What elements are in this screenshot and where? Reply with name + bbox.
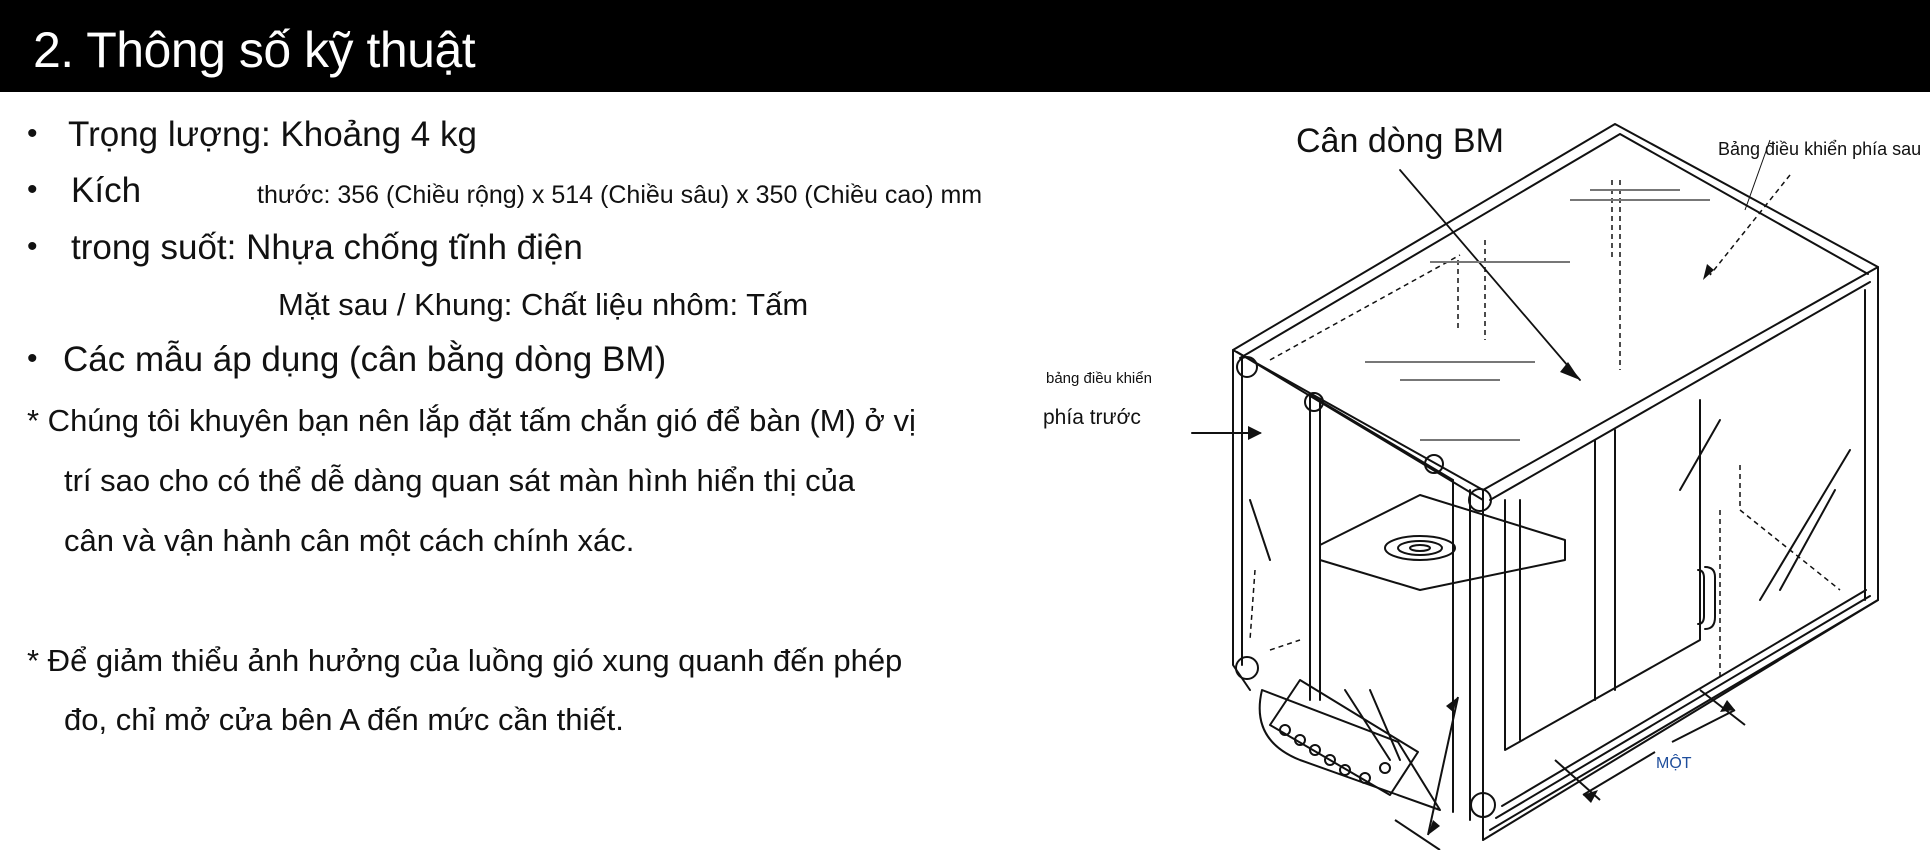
bullet-icon: • xyxy=(27,230,38,263)
spec-size-value: thước: 356 (Chiều rộng) x 514 (Chiều sâu… xyxy=(257,181,983,209)
spec-models: Các mẫu áp dụng (cân bằng dòng BM) xyxy=(63,340,667,379)
spec-weight: Trọng lượng: Khoảng 4 kg xyxy=(68,115,477,154)
figure-front-panel-label-1: bảng điều khiển xyxy=(1046,370,1152,387)
figure-front-panel-label-2: phía trước xyxy=(1043,406,1141,429)
note-1-line-1: * Chúng tôi khuyên bạn nên lắp đặt tấm c… xyxy=(27,403,916,438)
note-2-line-2: đo, chỉ mở cửa bên A đến mức cần thiết. xyxy=(64,702,624,737)
note-1-line-3: cân và vận hành cân một cách chính xác. xyxy=(64,523,635,558)
note-1-line-2: trí sao cho có thể dễ dàng quan sát màn … xyxy=(64,463,856,498)
figure-dimension-label: MỘT xyxy=(1656,755,1692,772)
bullet-icon: • xyxy=(27,173,38,206)
figure-balance-label: Cân dòng BM xyxy=(1296,122,1504,160)
spec-material-transparent: trong suốt: Nhựa chống tĩnh điện xyxy=(71,228,583,267)
note-2-line-1: * Để giảm thiểu ảnh hưởng của luồng gió … xyxy=(27,643,903,678)
spec-size-label: Kích xyxy=(71,171,142,210)
draft-shield-illustration xyxy=(1191,123,1879,850)
bullet-icon: • xyxy=(27,117,38,150)
title-bar: 2. Thông số kỹ thuật xyxy=(0,0,1930,92)
bullet-icon: • xyxy=(27,342,38,375)
page-title: 2. Thông số kỹ thuật xyxy=(33,22,476,78)
spec-material-frame: Mặt sau / Khung: Chất liệu nhôm: Tấm xyxy=(278,287,809,322)
